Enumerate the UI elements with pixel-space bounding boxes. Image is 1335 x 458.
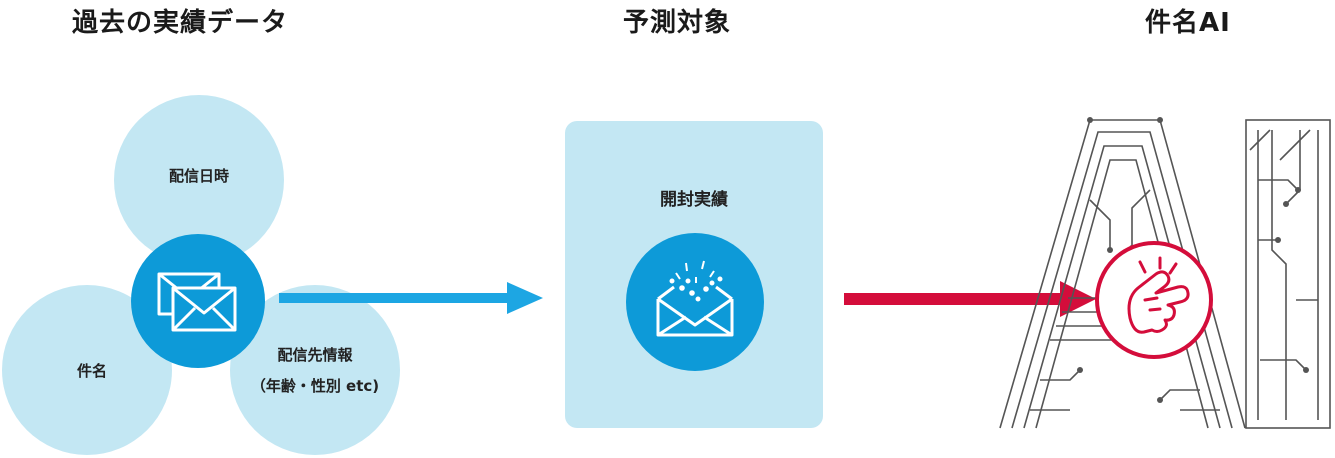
ai-letter-i bbox=[1246, 120, 1330, 428]
finger-snap-icon bbox=[1097, 243, 1211, 357]
